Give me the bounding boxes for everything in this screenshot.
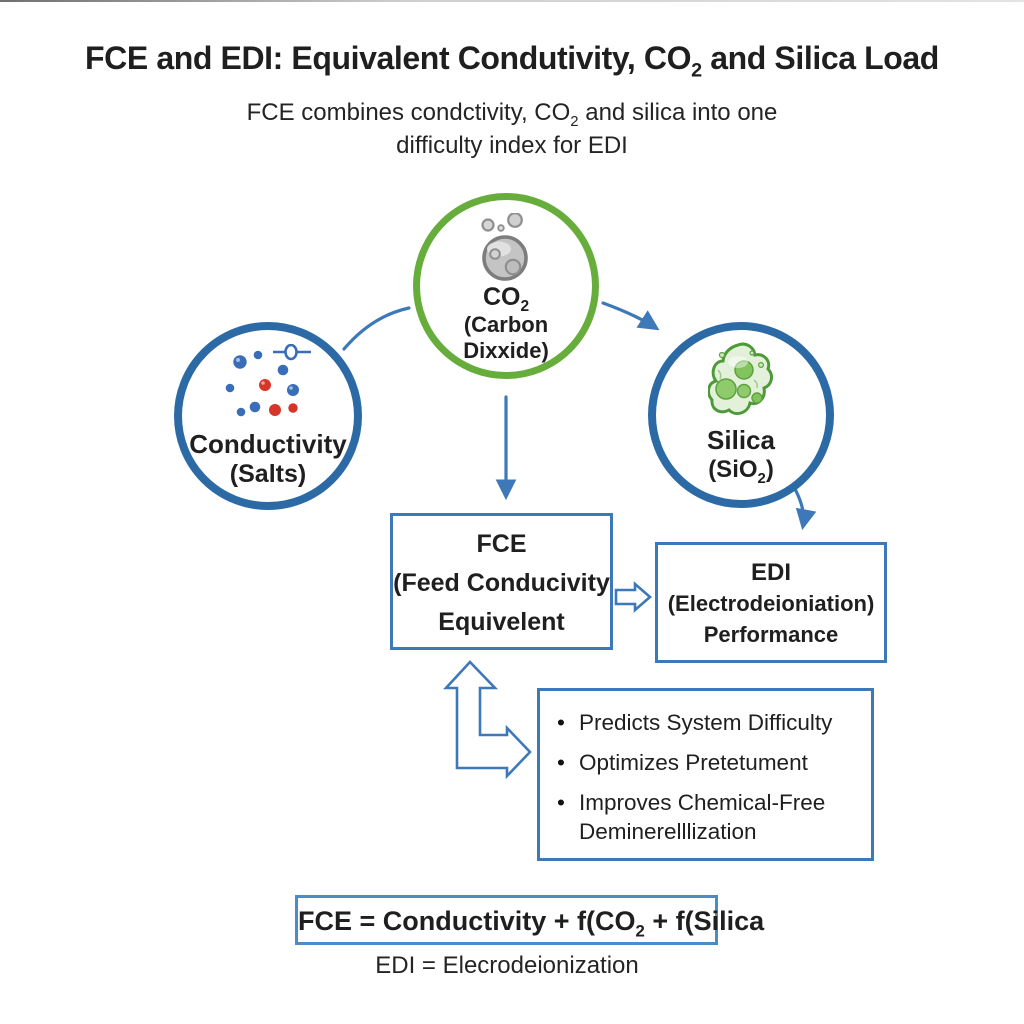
edi-box-line3: Performance	[703, 622, 839, 647]
formula-box: FCE = Conductivity + f(CO2 + f(Silica	[295, 895, 764, 945]
edi-box: EDI (Electrodeioniation) Performance	[655, 542, 887, 663]
title-text: FCE and EDI: Equivalent Condutivity, CO	[85, 40, 692, 76]
conductivity-sublabel: (Salts)	[229, 460, 307, 488]
edi-box-line1: EDI	[750, 559, 791, 586]
bullet-icon: •	[557, 710, 565, 735]
conductivity-label: Conductivity	[189, 429, 347, 459]
benefit-item: •Optimizes Pretetument	[557, 750, 808, 775]
connector-silica-to-edi-arrow	[793, 487, 817, 531]
ion-particles-icon	[225, 344, 311, 417]
page-subtitle: FCE combines condctivity, CO2 and silica…	[0, 96, 1024, 162]
page-title: FCE and EDI: Equivalent Condutivity, CO2…	[0, 40, 1024, 80]
co2-label: CO2	[482, 283, 530, 315]
benefits-box: •Predicts System Difficulty •Optimizes P…	[537, 688, 874, 861]
silica-node: Silica (SiO2)	[648, 322, 834, 508]
connector-conductivity-to-co2	[342, 306, 411, 351]
title-subscript: 2	[691, 59, 702, 82]
bullet-icon: •	[557, 790, 565, 815]
co2-node: CO2 (Carbon Dixxide)	[413, 193, 599, 379]
fce-box-line3: Equivelent	[438, 608, 565, 636]
title-text-end: and Silica Load	[701, 40, 939, 76]
fce-to-edi-block-arrow	[614, 581, 652, 613]
benefits-list: •Predicts System Difficulty •Optimizes P…	[540, 708, 871, 846]
conductivity-node: Conductivity (Salts)	[174, 322, 362, 510]
fce-box-line2: (Feed Conducivity	[393, 569, 610, 597]
gas-bubbles-icon	[481, 213, 528, 281]
fce-box: FCE (Feed Conducivity Equivelent	[390, 513, 613, 650]
edi-definition-footnote: EDI = Elecrodeionization	[375, 952, 639, 979]
silica-label: Silica	[707, 425, 775, 455]
benefit-item: •Improves Chemical-Free Deminerelllizati…	[557, 790, 826, 844]
conductivity-probe-icon	[273, 344, 311, 361]
edi-box-line2: (Electrodeioniation)	[667, 591, 875, 616]
subtitle-line2: difficulty index for EDI	[396, 132, 628, 159]
top-edge-line	[0, 0, 1024, 2]
silica-sublabel: (SiO2)	[708, 456, 774, 487]
connector-co2-to-silica-arrow	[601, 301, 660, 331]
subtitle-line1: FCE combines condctivity, CO2 and silica…	[246, 99, 778, 130]
benefits-to-fce-block-arrow	[443, 660, 532, 780]
fce-box-line1: FCE	[476, 530, 527, 558]
bullet-icon: •	[557, 750, 565, 775]
silica-particle-icon	[708, 342, 773, 415]
benefit-item: •Predicts System Difficulty	[557, 710, 833, 735]
co2-sublabel: (Carbon Dixxide)	[463, 312, 549, 363]
